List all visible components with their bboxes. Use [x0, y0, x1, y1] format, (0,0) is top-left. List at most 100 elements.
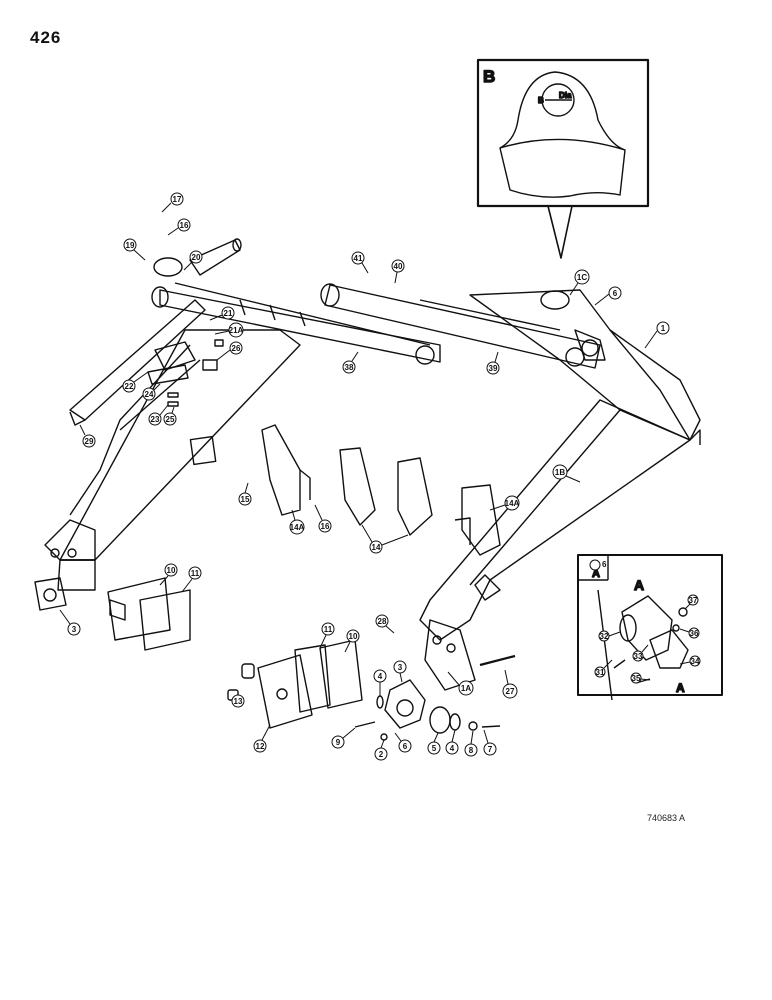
detail-a-letter-small: A: [592, 568, 600, 580]
callout-14: 14: [361, 524, 409, 554]
svg-text:15: 15: [241, 495, 250, 504]
callout-1b: 1B: [552, 464, 581, 483]
drawing-code: 740683 A: [647, 813, 686, 823]
callout-34: 34: [679, 655, 701, 667]
callout-33: 33: [632, 644, 649, 662]
page-number: 426: [30, 28, 62, 47]
detail-b-letter: B: [483, 67, 495, 86]
svg-text:3: 3: [72, 625, 77, 634]
svg-text:34: 34: [691, 657, 700, 666]
callout-20: 20: [183, 250, 203, 271]
left-rail: [44, 329, 301, 591]
callout-28: 28: [375, 614, 395, 634]
svg-text:21: 21: [224, 309, 233, 318]
svg-text:14: 14: [372, 543, 381, 552]
callout-6: 6: [594, 286, 622, 306]
callout-2: 2: [374, 739, 388, 761]
svg-text:6: 6: [602, 560, 607, 569]
callout-16-b: 16: [167, 218, 191, 236]
svg-text:24: 24: [145, 390, 154, 399]
svg-text:27: 27: [506, 687, 515, 696]
svg-text:9: 9: [336, 738, 341, 747]
detail-b-inset: [476, 58, 650, 259]
callout-15: 15: [238, 482, 252, 506]
callout-1a: 1A: [447, 671, 474, 696]
callout-3-b: 3: [393, 660, 407, 683]
svg-text:1A: 1A: [461, 684, 471, 693]
callout-6-b: 6: [394, 732, 412, 753]
svg-text:36: 36: [690, 629, 699, 638]
mounting-brackets: [261, 424, 501, 556]
callout-bubbles: 1 1A 1B 1C 2 3 3 4 4 5 6 6 6 7 8 9 10 10…: [59, 192, 701, 761]
callout-10: 10: [159, 563, 178, 586]
detail-b-b-label: B: [538, 96, 544, 105]
callout-39: 39: [486, 351, 500, 375]
svg-text:39: 39: [489, 364, 498, 373]
lower-center-parts: [227, 639, 516, 741]
callout-22: 22: [122, 371, 149, 393]
svg-text:6: 6: [613, 289, 618, 298]
svg-text:21A: 21A: [229, 326, 244, 335]
callout-4: 4: [373, 669, 387, 696]
right-rail: [419, 289, 701, 691]
callout-5: 5: [427, 732, 441, 755]
callout-23: 23: [148, 404, 169, 426]
svg-text:4: 4: [450, 744, 455, 753]
svg-text:16: 16: [180, 221, 189, 230]
callout-36: 36: [679, 627, 700, 639]
callout-24: 24: [142, 383, 161, 401]
callout-38: 38: [342, 351, 359, 374]
svg-text:25: 25: [166, 415, 175, 424]
svg-text:12: 12: [256, 742, 265, 751]
callout-9: 9: [331, 727, 356, 749]
svg-text:33: 33: [634, 652, 643, 661]
svg-text:3: 3: [398, 663, 403, 672]
svg-text:6: 6: [403, 742, 408, 751]
callout-12: 12: [253, 724, 271, 753]
svg-text:32: 32: [600, 632, 609, 641]
svg-text:26: 26: [232, 344, 241, 353]
svg-text:16: 16: [321, 522, 330, 531]
svg-text:10: 10: [349, 632, 358, 641]
svg-text:2: 2: [379, 750, 384, 759]
svg-text:41: 41: [354, 254, 363, 263]
svg-text:1C: 1C: [577, 273, 587, 282]
svg-text:11: 11: [191, 569, 200, 578]
svg-text:5: 5: [432, 744, 437, 753]
svg-text:20: 20: [192, 253, 201, 262]
detail-a-inset: [577, 554, 723, 701]
callout-1: 1: [644, 321, 670, 349]
svg-text:31: 31: [596, 668, 605, 677]
top-cross-tubes: [151, 282, 601, 369]
svg-text:17: 17: [173, 195, 182, 204]
callout-7: 7: [483, 729, 497, 756]
callout-1c: 1C: [569, 269, 590, 296]
svg-text:10: 10: [167, 566, 176, 575]
callout-19: 19: [123, 238, 146, 261]
callout-3: 3: [59, 609, 81, 636]
callout-32: 32: [598, 630, 621, 642]
svg-text:22: 22: [125, 382, 134, 391]
callout-10-b: 10: [344, 629, 360, 653]
callout-11-b: 11: [319, 622, 335, 649]
svg-text:29: 29: [85, 437, 94, 446]
callout-40: 40: [391, 259, 405, 284]
callout-25: 25: [163, 406, 177, 426]
callout-4-b: 4: [445, 729, 459, 755]
svg-text:1B: 1B: [555, 468, 565, 477]
detail-a-letter-lower: A: [676, 681, 685, 695]
svg-text:11: 11: [324, 625, 333, 634]
svg-text:14A: 14A: [505, 499, 520, 508]
svg-text:23: 23: [151, 415, 160, 424]
callout-21a: 21A: [214, 322, 244, 338]
callout-31: 31: [594, 659, 613, 678]
detail-a-letter: A: [634, 577, 644, 593]
callout-41: 41: [351, 251, 369, 274]
callout-17: 17: [161, 192, 184, 213]
callout-35: 35: [630, 672, 651, 684]
steering-column: [69, 238, 242, 426]
callout-8: 8: [464, 730, 478, 757]
callout-21: 21: [209, 306, 235, 321]
